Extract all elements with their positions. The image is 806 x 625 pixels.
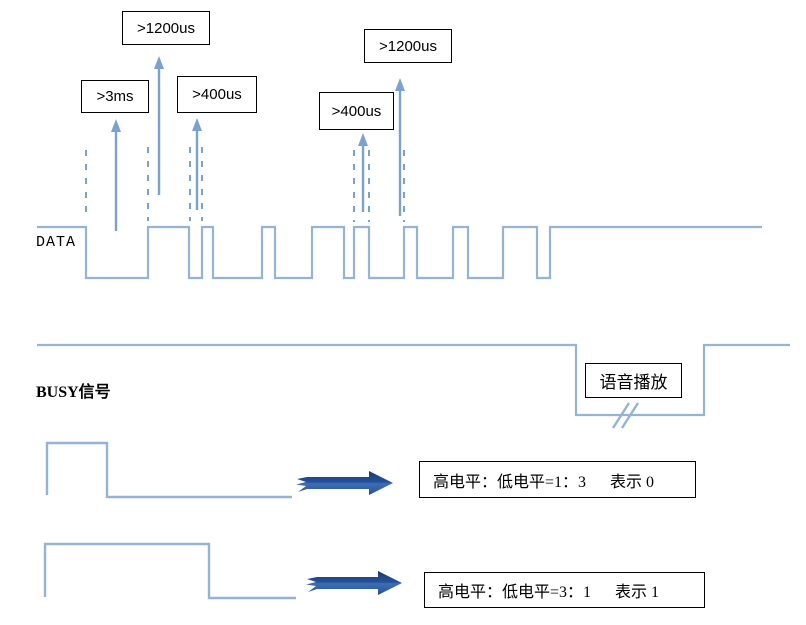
busy-waveform [37, 343, 790, 417]
bit0-encoding-box: 高电平：低电平=1：3 表示 0 [419, 461, 696, 498]
bit1-encoding-box: 高电平：低电平=3：1 表示 1 [424, 572, 705, 608]
up-arrow-3ms [111, 119, 121, 231]
up-arrow-400us-b [358, 133, 368, 212]
up-arrow-1200us-a [154, 56, 164, 195]
measure-arrows [111, 56, 405, 231]
voice-play-box: 语音播放 [585, 363, 682, 398]
big-arrow-bit1 [306, 571, 402, 595]
timing-box-400us-b: >400us [319, 92, 394, 130]
data-signal-label: DATA [36, 234, 77, 251]
timing-box-1200us-b: >1200us [364, 29, 452, 63]
up-arrow-1200us-b [395, 78, 405, 216]
busy-break-mark [611, 402, 640, 429]
busy-signal-label: BUSY信号 [36, 384, 111, 401]
data-waveform [37, 225, 762, 280]
edge-marker-dashed-lines [85, 147, 405, 222]
timing-box-3ms: >3ms [81, 80, 149, 113]
bit0-waveform [45, 441, 292, 499]
big-arrow-bit0 [296, 471, 393, 495]
timing-box-400us-a: >400us [177, 76, 257, 113]
timing-box-1200us-a: >1200us [122, 11, 210, 45]
up-arrow-400us-a [192, 118, 202, 210]
bit1-waveform [43, 542, 296, 600]
